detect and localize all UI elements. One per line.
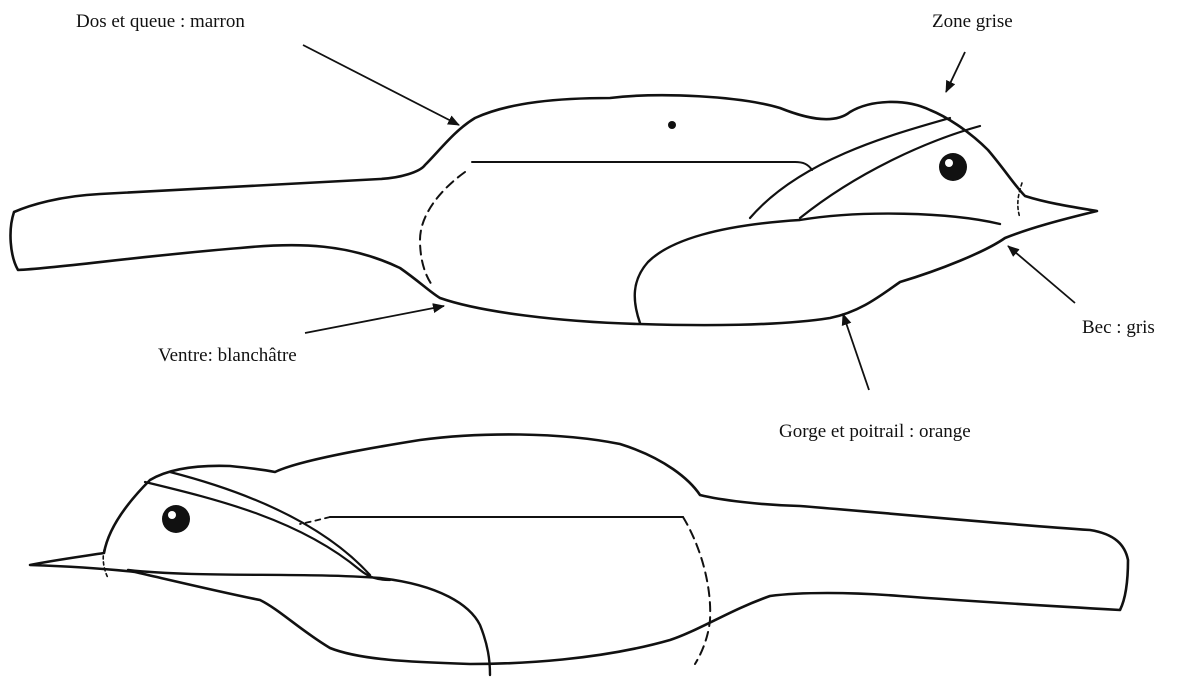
label-throat-breast: Gorge et poitrail : orange xyxy=(779,421,971,442)
label-back-tail: Dos et queue : marron xyxy=(76,11,245,32)
annotation-arrows xyxy=(302,44,1076,391)
lower-bird-wing xyxy=(126,568,492,677)
upper-bird-eye xyxy=(939,153,967,181)
lower-bird-beak-base xyxy=(102,549,109,579)
arrow-back-tail xyxy=(302,44,460,126)
label-beak: Bec : gris xyxy=(1082,317,1155,338)
arrow-belly xyxy=(304,303,445,334)
lower-bird-cheek-line xyxy=(168,470,372,577)
upper-bird-beak-base xyxy=(1017,182,1023,219)
lower-bird-eye-highlight xyxy=(168,511,176,519)
upper-bird-wing xyxy=(633,212,1002,325)
lower-bird-outline xyxy=(28,433,1130,666)
upper-bird-back-line xyxy=(471,161,813,171)
upper-bird xyxy=(9,93,1099,327)
arrow-grey-zone xyxy=(945,51,966,93)
arrow-beak xyxy=(1007,245,1076,304)
lower-bird-eye xyxy=(162,505,190,533)
upper-bird-cheek-line xyxy=(798,124,982,220)
upper-bird-dot xyxy=(668,121,676,129)
arrow-throat-breast xyxy=(841,313,870,391)
upper-bird-eye-highlight xyxy=(945,159,953,167)
label-grey-zone: Zone grise xyxy=(932,11,1013,32)
upper-bird-grey-stripe xyxy=(748,116,952,220)
lower-bird xyxy=(28,433,1130,677)
lower-bird-belly-dash xyxy=(682,516,712,665)
label-belly: Ventre: blanchâtre xyxy=(158,345,297,366)
lower-bird-back-dash xyxy=(299,516,331,525)
upper-bird-outline xyxy=(9,93,1099,327)
upper-bird-belly-dash xyxy=(419,171,466,286)
